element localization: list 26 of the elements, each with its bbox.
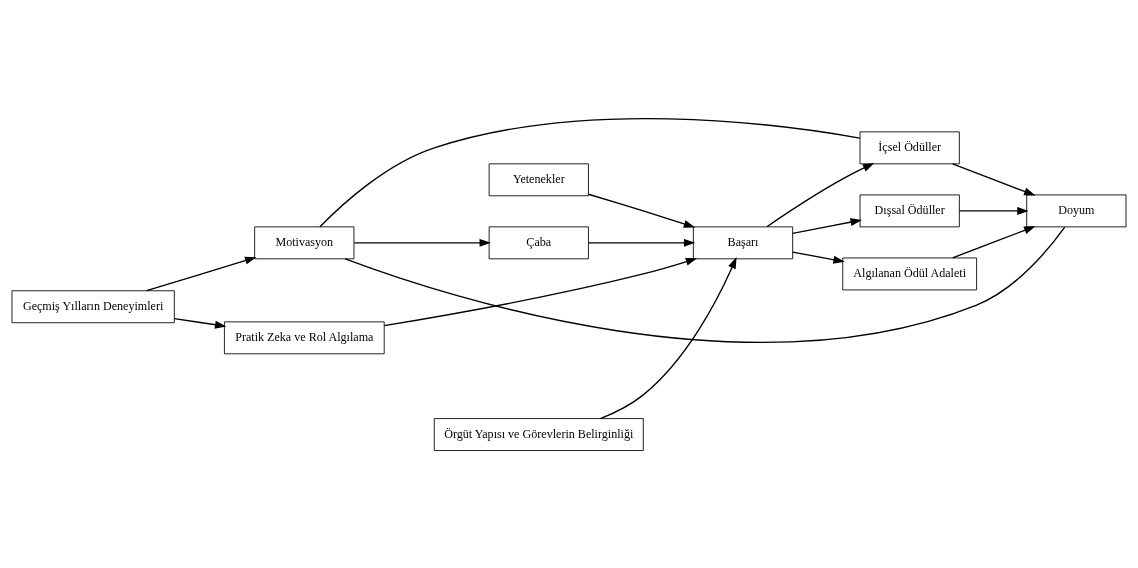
node-box: Örgüt Yapısı ve Görevlerin Belirginliği — [433, 417, 644, 451]
arrow — [951, 225, 1036, 259]
arrow — [353, 238, 491, 247]
node-box: Çaba — [488, 225, 589, 259]
arrow — [766, 162, 875, 227]
arrow — [383, 257, 698, 326]
connector — [319, 117, 861, 227]
arrow — [792, 250, 845, 264]
node-box: Doyum — [1026, 194, 1127, 227]
node-box: Geçmiş Yılların Deneyimleri — [11, 289, 175, 323]
node-box: İçsel Ödüller — [859, 130, 960, 164]
node-box: Motivasyon — [254, 225, 355, 259]
node-box: Pratik Zeka ve Rol Algılama — [224, 320, 385, 354]
node-box: Yetenekler — [488, 162, 589, 196]
arrow — [792, 217, 862, 234]
node-box: Dışsal Ödüller — [859, 194, 960, 227]
connector — [344, 225, 1066, 343]
arrow — [145, 256, 257, 291]
node-box: Algılanan Ödül Adaleti — [842, 257, 978, 290]
arrow — [951, 162, 1036, 196]
arrow — [587, 238, 696, 247]
arrow — [958, 206, 1029, 215]
arrow — [587, 193, 696, 228]
arrow — [599, 256, 737, 419]
arrow — [173, 317, 227, 329]
node-box: Başarı — [692, 225, 794, 259]
